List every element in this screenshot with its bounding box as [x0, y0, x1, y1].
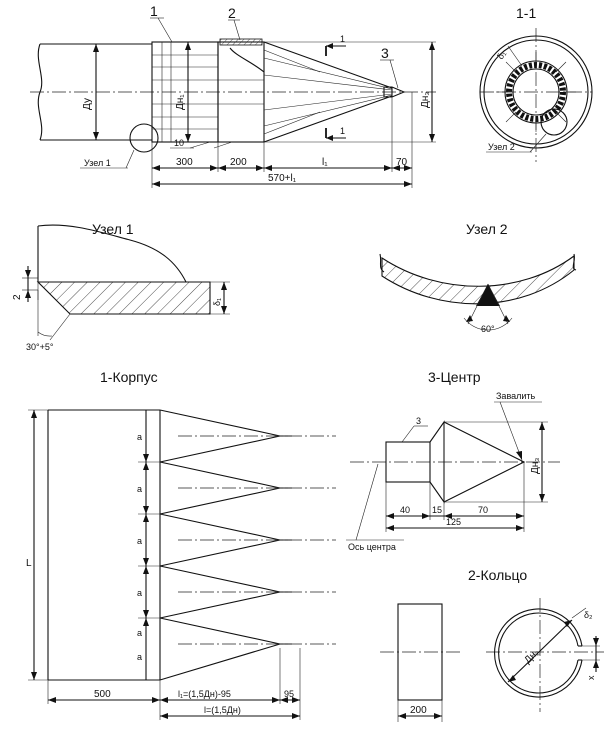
axis-label: Ось центра	[348, 542, 396, 552]
center-cylinder	[385, 441, 431, 483]
callout-3: 3	[380, 45, 399, 89]
ring-inner-arc	[498, 612, 579, 694]
section-1-1: 1-1 δ₁ Узел 2	[479, 5, 593, 162]
node1-break	[37, 224, 187, 283]
node1-hatch	[36, 281, 211, 315]
dim-95: 95	[284, 689, 294, 699]
body-title: 1-Корпус	[100, 369, 158, 385]
node1-title: Узел 1	[92, 221, 134, 237]
callout-1: 1	[150, 3, 173, 43]
svg-text:a: a	[137, 536, 142, 546]
cone-outline	[263, 41, 393, 143]
center-title: 3-Центр	[428, 369, 481, 385]
node2-hatch	[381, 254, 575, 305]
node2-title: Узел 2	[466, 221, 508, 237]
dim-300: 300	[176, 157, 193, 168]
dim-40: 40	[400, 505, 410, 515]
dim-70: 70	[396, 157, 408, 168]
svg-text:a: a	[137, 652, 142, 662]
ring-cutaway	[229, 47, 265, 73]
svg-text:2: 2	[228, 5, 236, 21]
label-dn1: Дн₁	[175, 94, 186, 110]
ring-dim-dn2: Дн₂	[522, 647, 541, 666]
label-dn3: Дн₃	[420, 92, 431, 108]
dim-500: 500	[94, 689, 111, 700]
body-inner-lines	[152, 42, 218, 142]
weld-ring	[506, 62, 566, 122]
section-cut-marks: 1 1	[325, 34, 346, 141]
node2-marker	[540, 108, 568, 136]
node1-detail: Узел 1 2 δ₁ 30°+5°	[12, 221, 230, 352]
svg-text:3: 3	[381, 45, 389, 61]
ring-dim-delta2: δ₂	[584, 610, 593, 620]
callout-2: 2	[228, 5, 241, 41]
label-dy: Ду	[82, 98, 93, 110]
dim-total: 570+l₁	[268, 173, 297, 184]
delta1-label: δ₁	[495, 49, 508, 61]
weld-symbol: 3	[416, 416, 421, 426]
ring-part-drawing: 2-Кольцо 200 Дн₂ δ₂ x	[380, 567, 604, 722]
ring-side-view	[397, 603, 443, 701]
horizontal-dims: 300 200 l₁ 70 570+l₁	[151, 92, 413, 188]
main-view: Ду Дн₁ Дн₃ 1 1 1 2	[30, 3, 436, 188]
node2-detail: Узел 2 60°	[379, 221, 577, 334]
dim-200: 200	[230, 157, 247, 168]
node2-weld	[476, 284, 500, 306]
ring-dim-x: x	[586, 675, 596, 680]
dim-dn3: Дн₃	[530, 458, 541, 474]
a-dims: a a a a a a	[137, 432, 160, 662]
node2-angle: 60°	[481, 324, 495, 334]
dim-l1-formula: l₁=(1,5Дн)-95	[178, 689, 231, 699]
dim-2: 2	[12, 294, 23, 300]
dim-L: L	[26, 558, 32, 569]
cone-petal-lines	[263, 49, 393, 135]
svg-text:1: 1	[340, 126, 345, 136]
dim-125: 125	[446, 517, 461, 527]
svg-text:a: a	[137, 484, 142, 494]
ring-dim-200: 200	[410, 705, 427, 716]
label-node2: Узел 2	[488, 142, 515, 152]
section-title: 1-1	[516, 5, 536, 21]
dim-delta1: δ₁	[212, 298, 222, 306]
weld-note: Завалить	[496, 391, 536, 401]
center-tip	[383, 86, 406, 98]
center-part-drawing: 3-Центр Завалить 3 Дн₃ 40 15 70	[346, 369, 560, 552]
label-node1: Узел 1	[84, 158, 111, 168]
svg-text:a: a	[137, 628, 142, 638]
svg-text:1: 1	[340, 34, 345, 44]
zigzag-outline	[159, 409, 281, 681]
dim-15: 15	[432, 505, 442, 515]
node1-angle: 30°+5°	[26, 342, 54, 352]
svg-text:a: a	[137, 588, 142, 598]
dim-70-center: 70	[478, 505, 488, 515]
svg-text:1: 1	[150, 3, 158, 19]
dim-l-formula: l=(1,5Дн)	[204, 705, 241, 715]
outer-circle	[479, 35, 593, 149]
svg-text:10: 10	[174, 138, 184, 148]
axis-lines	[178, 435, 336, 645]
radial-lines	[496, 52, 576, 132]
ring-title: 2-Кольцо	[468, 567, 527, 583]
body-part-drawing: 1-Корпус L	[26, 369, 336, 720]
dim-l1: l₁	[322, 157, 328, 168]
ring-weld-top	[219, 38, 263, 46]
svg-text:a: a	[137, 432, 142, 442]
ring-outer-arc	[494, 608, 583, 698]
ring-diameter-line	[507, 619, 573, 683]
node1-marker	[129, 123, 159, 153]
